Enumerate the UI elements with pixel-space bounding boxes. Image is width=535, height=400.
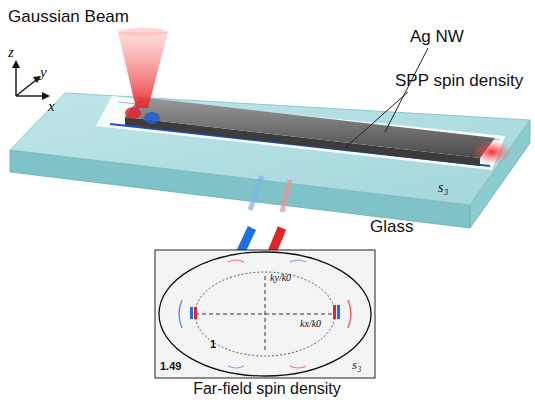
quantity-label: s₃	[352, 358, 362, 372]
axis-label: x	[48, 98, 55, 115]
radius-label: 1.49	[160, 360, 181, 372]
part-label: Glass	[370, 218, 413, 237]
panel-caption: Far-field spin density	[193, 380, 341, 398]
axis-label: y	[40, 64, 47, 81]
axis-label: ky/k0	[270, 272, 291, 283]
axis-label: z	[8, 44, 14, 61]
part-label: Ag NW	[410, 28, 464, 47]
radius-label: 1	[210, 338, 216, 350]
beam-label: Gaussian Beam	[8, 8, 129, 27]
axis-label: kx/k0	[300, 318, 321, 329]
quantity-label: s₃	[438, 180, 448, 195]
part-label: SPP spin density	[395, 72, 523, 91]
